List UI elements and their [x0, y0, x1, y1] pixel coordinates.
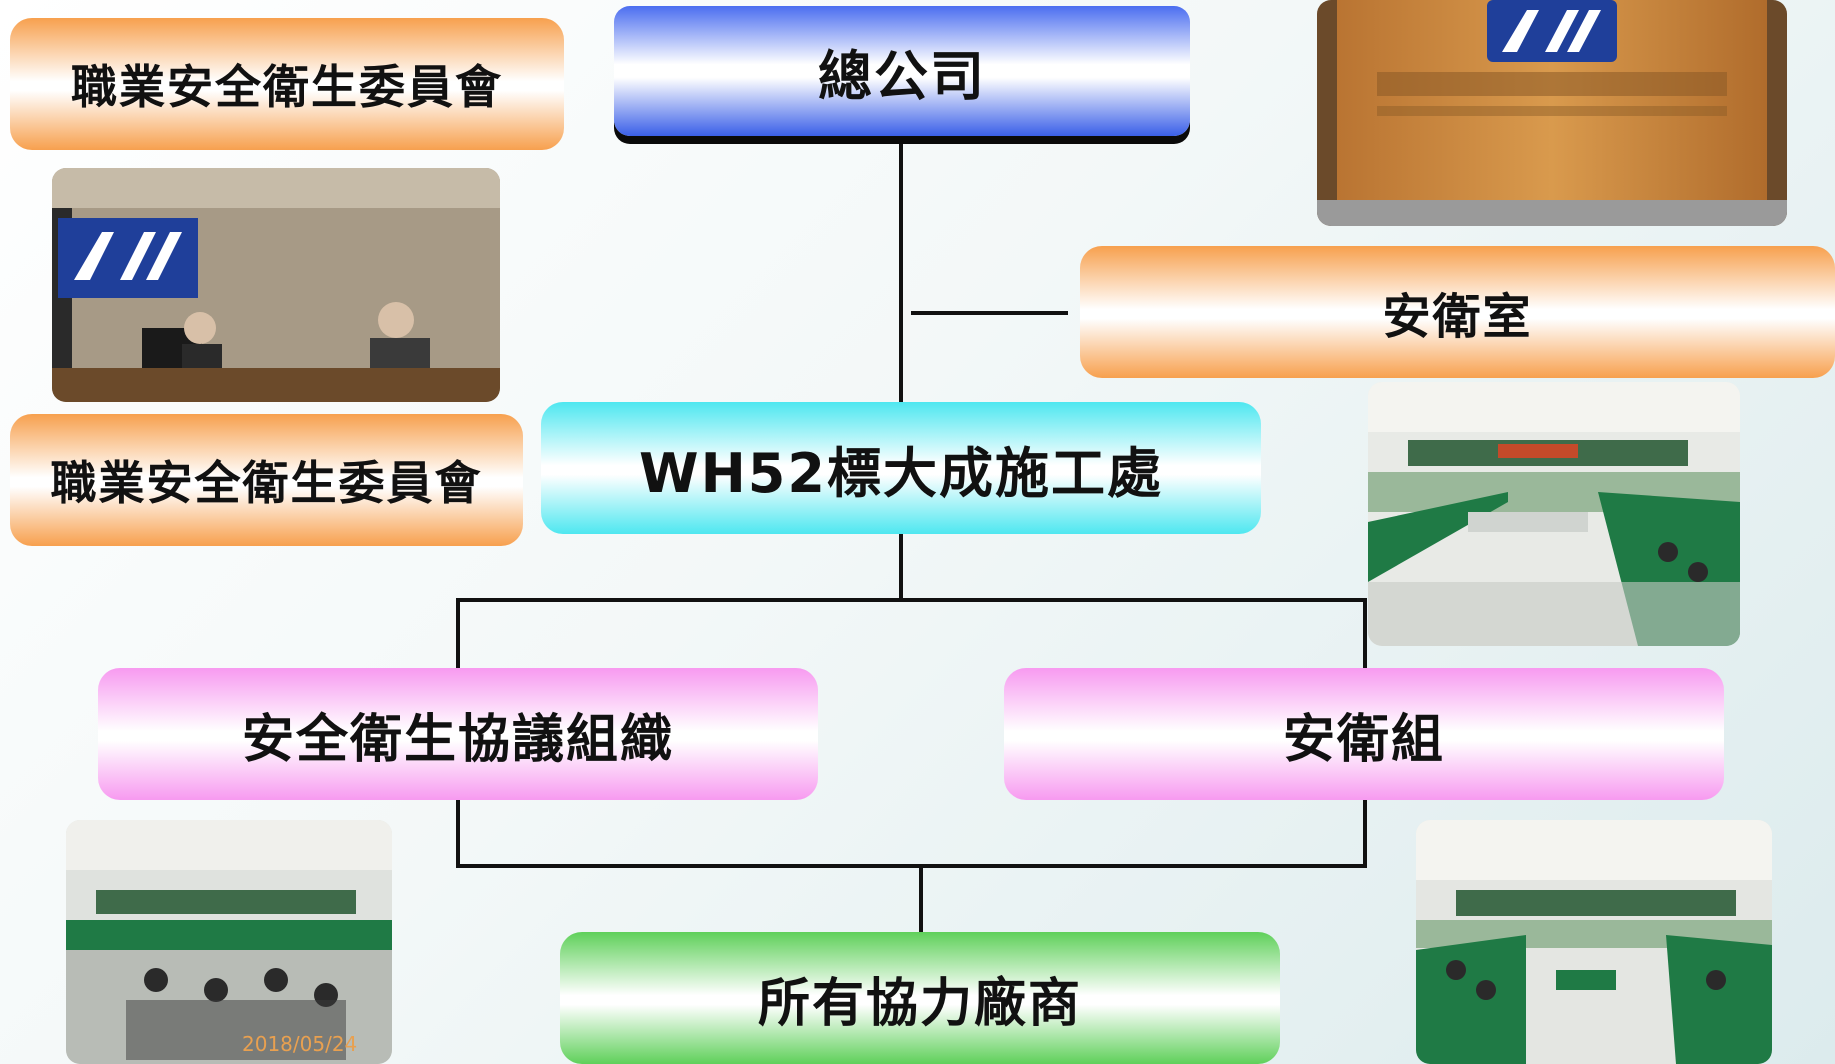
contractors-label: 所有協力廠商: [757, 973, 1082, 1034]
committee-mid-box: 職業安全衛生委員會: [10, 414, 523, 546]
photo-date-stamp: 2018/05/24: [242, 1032, 358, 1056]
hq-box: 總公司: [614, 6, 1190, 136]
company-logo-sign-photo: [1317, 0, 1787, 226]
committee-meeting-photo: [52, 168, 500, 402]
connector-merge-horizontal: [456, 864, 1367, 868]
connector-site-down: [899, 532, 903, 600]
connector-contractors-down: [919, 864, 923, 934]
committee-top-label: 職業安全衛生委員會: [71, 60, 503, 114]
hq-label: 總公司: [818, 44, 986, 108]
consult-meeting-photo: 2018/05/24: [66, 820, 392, 1064]
connector-safety-office: [911, 311, 1068, 315]
site-meeting-room-photo: [1368, 382, 1740, 646]
safety-group-label: 安衛組: [1282, 709, 1445, 770]
safety-office-box: 安衛室: [1080, 246, 1835, 378]
safety-office-label: 安衛室: [1382, 289, 1533, 345]
connector-branch-horizontal: [456, 598, 1367, 602]
site-office-label: WH52標大成施工處: [639, 441, 1163, 505]
site-office-box: WH52標大成施工處: [541, 402, 1261, 534]
safety-group-box: 安衛組: [1004, 668, 1724, 800]
committee-top-box: 職業安全衛生委員會: [10, 18, 564, 150]
company-logo-icon: [1487, 0, 1617, 62]
consult-org-box: 安全衛生協議組織: [98, 668, 818, 800]
logo-banner-icon: [58, 218, 198, 298]
group-meeting-photo: [1416, 820, 1772, 1064]
connector-hq-down: [899, 138, 903, 404]
consult-org-label: 安全衛生協議組織: [241, 709, 674, 770]
committee-mid-label: 職業安全衛生委員會: [50, 456, 483, 510]
contractors-box: 所有協力廠商: [560, 932, 1280, 1064]
